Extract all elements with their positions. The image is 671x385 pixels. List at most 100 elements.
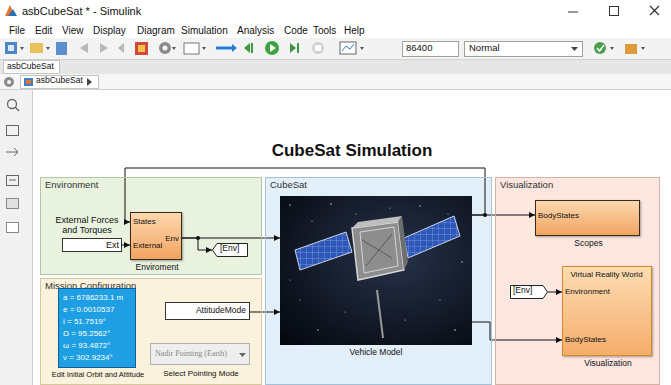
from-tag: [Env] (510, 285, 548, 299)
block-annotation: External Forces and Torques (51, 215, 123, 236)
area-fill (40, 278, 262, 385)
port-label: BodyStates (538, 211, 579, 220)
cubesat-picture (360, 227, 398, 273)
window-chrome (6, 148, 18, 156)
subsystem-block: StatesExternalEnvEnviroment (130, 212, 182, 260)
window-chrome (594, 42, 606, 54)
window-chrome (184, 43, 199, 54)
cubesat-picture (280, 196, 472, 345)
window-chrome (7, 126, 19, 136)
window-chrome (360, 47, 364, 50)
window-chrome (8, 9, 17, 16)
cubesat-picture (398, 216, 408, 270)
window-chrome (56, 42, 67, 55)
window-chrome (4, 61, 60, 74)
cubesat-picture (280, 196, 472, 345)
window-chrome (610, 47, 614, 50)
window-chrome (312, 42, 324, 54)
cubesat-picture (299, 299, 300, 300)
window-chrome (7, 223, 19, 233)
area-heading: Environment (45, 180, 98, 191)
sim-mode-dropdown: Normal (469, 43, 500, 54)
window-chrome (15, 107, 19, 111)
window-chrome (5, 42, 17, 54)
window-chrome (403, 42, 459, 57)
port-label: External (133, 241, 162, 250)
block-text: Ext (63, 240, 119, 250)
window-chrome (244, 43, 250, 53)
constant-block: External Forces and TorquesExt (62, 238, 122, 252)
dropdown-control: Nadir Pointing (Earth)Select Pointing Mo… (150, 343, 250, 365)
window-chrome (290, 43, 296, 53)
block-title: Virtual Reality World (563, 270, 650, 279)
orbit-value: a = 6786233.1 m (63, 293, 123, 302)
cubesat-picture (377, 290, 383, 338)
menu-item: File (9, 25, 25, 37)
window-chrome (342, 44, 354, 51)
signal-line (182, 238, 212, 250)
stop-time-field: 86400 (406, 43, 432, 54)
window-chrome (0, 59, 671, 60)
block-name: Scopes (536, 239, 641, 249)
window-chrome (30, 43, 43, 53)
window-chrome (163, 46, 168, 51)
menu-item: Help (344, 25, 365, 37)
window-chrome (9, 180, 16, 181)
window-chrome (571, 47, 578, 51)
window-chrome (159, 42, 171, 54)
area-fill (495, 177, 660, 385)
cubesat-picture (352, 222, 404, 280)
cubesat-picture (447, 213, 448, 214)
window-chrome (568, 12, 578, 13)
tag-outline (213, 244, 248, 257)
menu-item: Simulation (181, 25, 228, 37)
window-chrome (465, 42, 583, 57)
area-band: EnvironmentExternal Forces and TorquesEx… (40, 177, 262, 275)
window-chrome (265, 41, 279, 55)
window-chrome (135, 42, 148, 55)
orbit-value: ν = 302.9234° (63, 353, 113, 362)
menu-item: Edit (35, 25, 52, 37)
window-chrome (232, 44, 237, 52)
control-label: Select Pointing Mode (141, 369, 261, 378)
area-band: VisualizationBodyStatesScopes [Env] Virtua… (495, 177, 660, 385)
cubesat-picture (439, 299, 440, 300)
port-label: Environment (565, 287, 610, 296)
window-chrome (100, 43, 108, 53)
cubesat-picture (352, 216, 402, 228)
cubesat-picture (295, 232, 352, 270)
window-chrome (7, 80, 11, 84)
window-chrome (315, 45, 321, 51)
block-name: Edit Initial Orbit and Attitude (37, 371, 159, 380)
orbit-value: i = 51.7519° (63, 317, 106, 326)
window-chrome (340, 42, 356, 54)
port-label: Env (131, 234, 179, 243)
orbit-value: Ω = 95.2562° (63, 329, 110, 338)
window-chrome (0, 74, 671, 90)
window-chrome (20, 47, 24, 50)
block-name: Vehicle Model (280, 348, 472, 358)
menu-item: Diagram (137, 25, 175, 37)
goto-tag: [Env] (212, 243, 248, 257)
area-heading: Visualization (500, 180, 553, 191)
breadcrumb: asbCubeSat (36, 76, 83, 86)
orbit-value: ω = 93.4872° (63, 341, 110, 350)
cubesat-picture (356, 214, 357, 215)
cubesat-picture (404, 319, 405, 320)
junction-dot (196, 236, 200, 240)
cubesat-picture (454, 329, 456, 331)
window-chrome (0, 89, 671, 90)
orbit-mask-block: a = 6786233.1 me = 0.0010537i = 51.7519°… (58, 288, 136, 368)
window-chrome (625, 44, 637, 54)
tag-name: [Env] (513, 286, 532, 296)
window-chrome (0, 38, 671, 60)
window-chrome (597, 45, 604, 51)
cubesat-picture (389, 207, 390, 208)
port-label: States (133, 217, 156, 226)
signal-line (122, 245, 130, 246)
constant-block: AttitudeMode (165, 302, 250, 320)
window-chrome (251, 43, 253, 53)
window-chrome (0, 90, 32, 385)
dropdown-arrow (239, 353, 246, 357)
